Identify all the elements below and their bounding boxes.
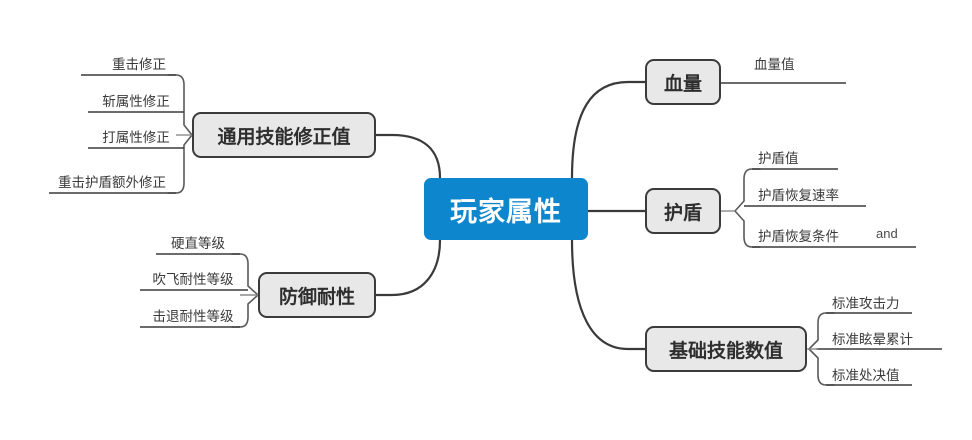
leaf-label: 护盾恢复速率 (758, 188, 839, 203)
branch-node-general-skill-modifier[interactable]: 通用技能修正值 (192, 112, 376, 158)
branch-node-label: 防御耐性 (278, 286, 355, 308)
leaf-label: 重击护盾额外修正 (58, 175, 166, 190)
leaf-slash-attribute-modifier[interactable]: 斩属性修正 (92, 90, 180, 110)
leaf-standard-execution-value[interactable]: 标准处决值 (832, 364, 900, 384)
branch-node-label: 通用技能修正值 (217, 126, 351, 148)
leaf-label: 标准处决值 (832, 368, 900, 383)
branch-node-label: 基础技能数值 (668, 340, 783, 362)
branch-node-defense-resistance[interactable]: 防御耐性 (258, 272, 376, 318)
leaf-label: 硬直等级 (171, 236, 225, 251)
leaf-label: 血量值 (754, 57, 795, 72)
branch-node-hp[interactable]: 血量 (645, 59, 721, 105)
root-node-player-attributes[interactable]: 玩家属性 (424, 178, 588, 240)
leaf-blowback-resistance-level[interactable]: 吹飞耐性等级 (142, 268, 244, 288)
spine-base-skill-values (808, 312, 835, 386)
leaf-standard-stun-accumulation[interactable]: 标准眩晕累计 (832, 328, 913, 348)
edge-root-to-general-skill-modifier (374, 133, 442, 180)
leaf-label: 护盾恢复条件 (758, 229, 839, 244)
branch-node-label: 血量 (663, 73, 702, 95)
leaf-shield-recovery-condition[interactable]: 护盾恢复条件 (758, 225, 839, 245)
leaf-label: 打属性修正 (102, 130, 170, 145)
leaf-standard-attack-power[interactable]: 标准攻击力 (832, 292, 900, 312)
branch-node-label: 护盾 (663, 202, 702, 224)
leaf-label: 标准攻击力 (832, 296, 900, 311)
branch-node-base-skill-values[interactable]: 基础技能数值 (645, 326, 807, 372)
root-node-label: 玩家属性 (450, 196, 562, 227)
leaf-heavy-hit-shield-extra-modifier[interactable]: 重击护盾额外修正 (48, 171, 176, 191)
leaf-stagger-level[interactable]: 硬直等级 (158, 232, 238, 252)
spine-shield (734, 168, 761, 248)
leaf-label: 重击修正 (112, 57, 166, 72)
leaf-shield-value[interactable]: 护盾值 (758, 147, 799, 167)
edge-root-to-defense-resistance (374, 238, 442, 297)
edge-root-to-base-skill-values (570, 238, 647, 351)
leaf-knockback-resistance-level[interactable]: 击退耐性等级 (142, 305, 244, 325)
leaf-label: 斩属性修正 (102, 94, 170, 109)
leaf-blunt-attribute-modifier[interactable]: 打属性修正 (92, 126, 180, 146)
leaf-heavy-hit-modifier[interactable]: 重击修正 (99, 53, 179, 73)
leaf-label: 击退耐性等级 (152, 309, 234, 324)
branch-node-shield[interactable]: 护盾 (645, 188, 721, 234)
leaf-label: 吹飞耐性等级 (152, 272, 234, 287)
annotation-and: and (876, 226, 898, 241)
edge-root-to-hp (570, 80, 647, 180)
leaf-hp-value[interactable]: 血量值 (754, 53, 795, 73)
annotation-label: and (876, 226, 898, 241)
leaf-shield-recovery-rate[interactable]: 护盾恢复速率 (758, 184, 839, 204)
leaf-label: 标准眩晕累计 (832, 332, 913, 347)
leaf-label: 护盾值 (758, 151, 799, 166)
